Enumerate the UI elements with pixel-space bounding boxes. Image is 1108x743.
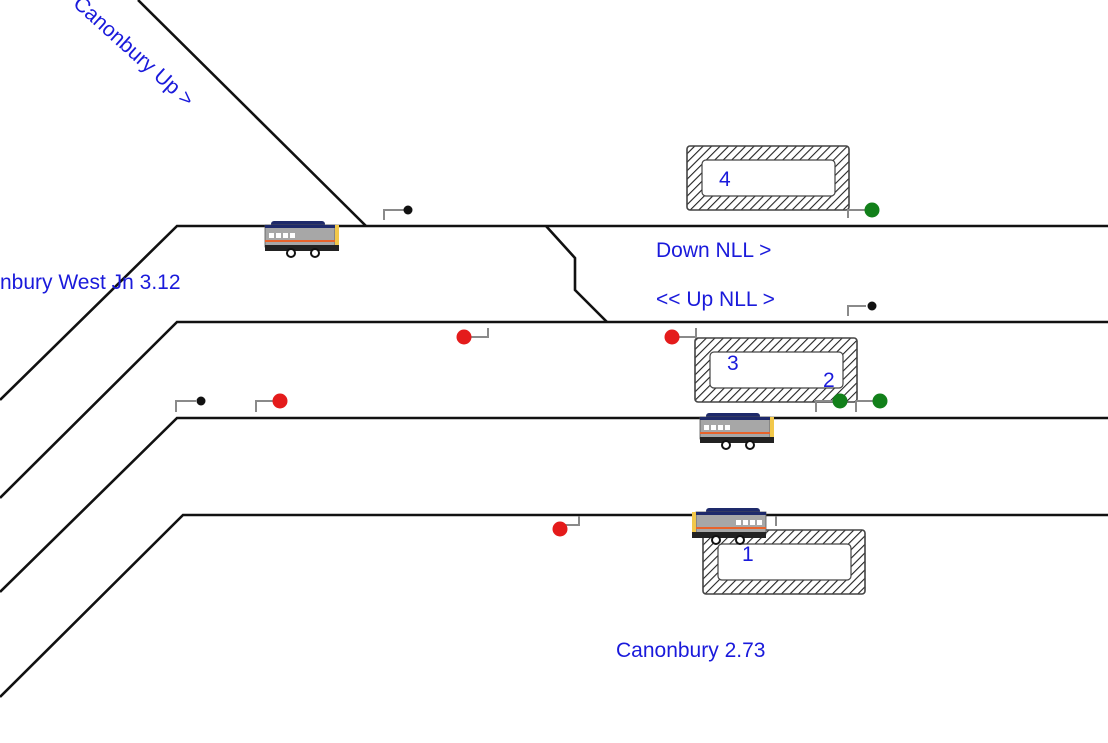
track-canonbury-up-curve[interactable]: [137, 0, 367, 227]
signal-lamp: [664, 329, 680, 345]
label-canonbury-up: Canonbury Up >: [69, 0, 198, 111]
platform-4[interactable]: 4: [686, 145, 850, 211]
platform-number: 1: [742, 543, 754, 566]
signal-sig-h[interactable]: [815, 393, 848, 413]
signal-sig-b[interactable]: [847, 202, 880, 219]
signal-lamp: [196, 396, 206, 406]
signal-sig-d[interactable]: [456, 328, 489, 345]
track-layer: [0, 0, 1108, 698]
signal-sig-j[interactable]: [552, 516, 580, 537]
signal-sig-i[interactable]: [855, 393, 888, 413]
platform-number: 3: [727, 352, 739, 375]
signal-lamp: [552, 521, 568, 537]
label-canonbury-west-jn: nbury West Jn 3.12: [0, 271, 181, 294]
label-down-nll: Down NLL >: [656, 239, 771, 262]
label-canonbury: Canonbury 2.73: [616, 639, 765, 662]
signal-sig-c[interactable]: [847, 301, 877, 317]
signal-lamp: [872, 393, 888, 409]
signal-lamp: [272, 393, 288, 409]
platform-1[interactable]: 1: [702, 529, 866, 595]
signal-lamp: [403, 205, 413, 215]
train-icon[interactable]: [692, 508, 767, 545]
crossover[interactable]: [545, 225, 608, 323]
signal-lamp: [867, 301, 877, 311]
label-up-nll: << Up NLL >: [656, 288, 775, 311]
signal-lamp: [456, 329, 472, 345]
signal-sig-a[interactable]: [383, 205, 413, 221]
train-icon[interactable]: [699, 413, 774, 450]
platform-number: 2: [823, 369, 835, 392]
signal-sig-e[interactable]: [664, 328, 697, 345]
track-up-nll[interactable]: [0, 320, 1108, 499]
track-line-3[interactable]: [0, 416, 1108, 593]
signal-sig-g[interactable]: [255, 393, 288, 413]
platform-3[interactable]: 3 2: [694, 337, 858, 403]
signal-lamp: [832, 393, 848, 409]
track-line-4[interactable]: [0, 513, 1108, 698]
signal-lamp: [864, 202, 880, 218]
train-icon[interactable]: [264, 221, 339, 258]
signal-sig-f[interactable]: [175, 396, 206, 413]
track-down-nll[interactable]: [0, 224, 1108, 401]
platform-number: 4: [719, 168, 731, 191]
